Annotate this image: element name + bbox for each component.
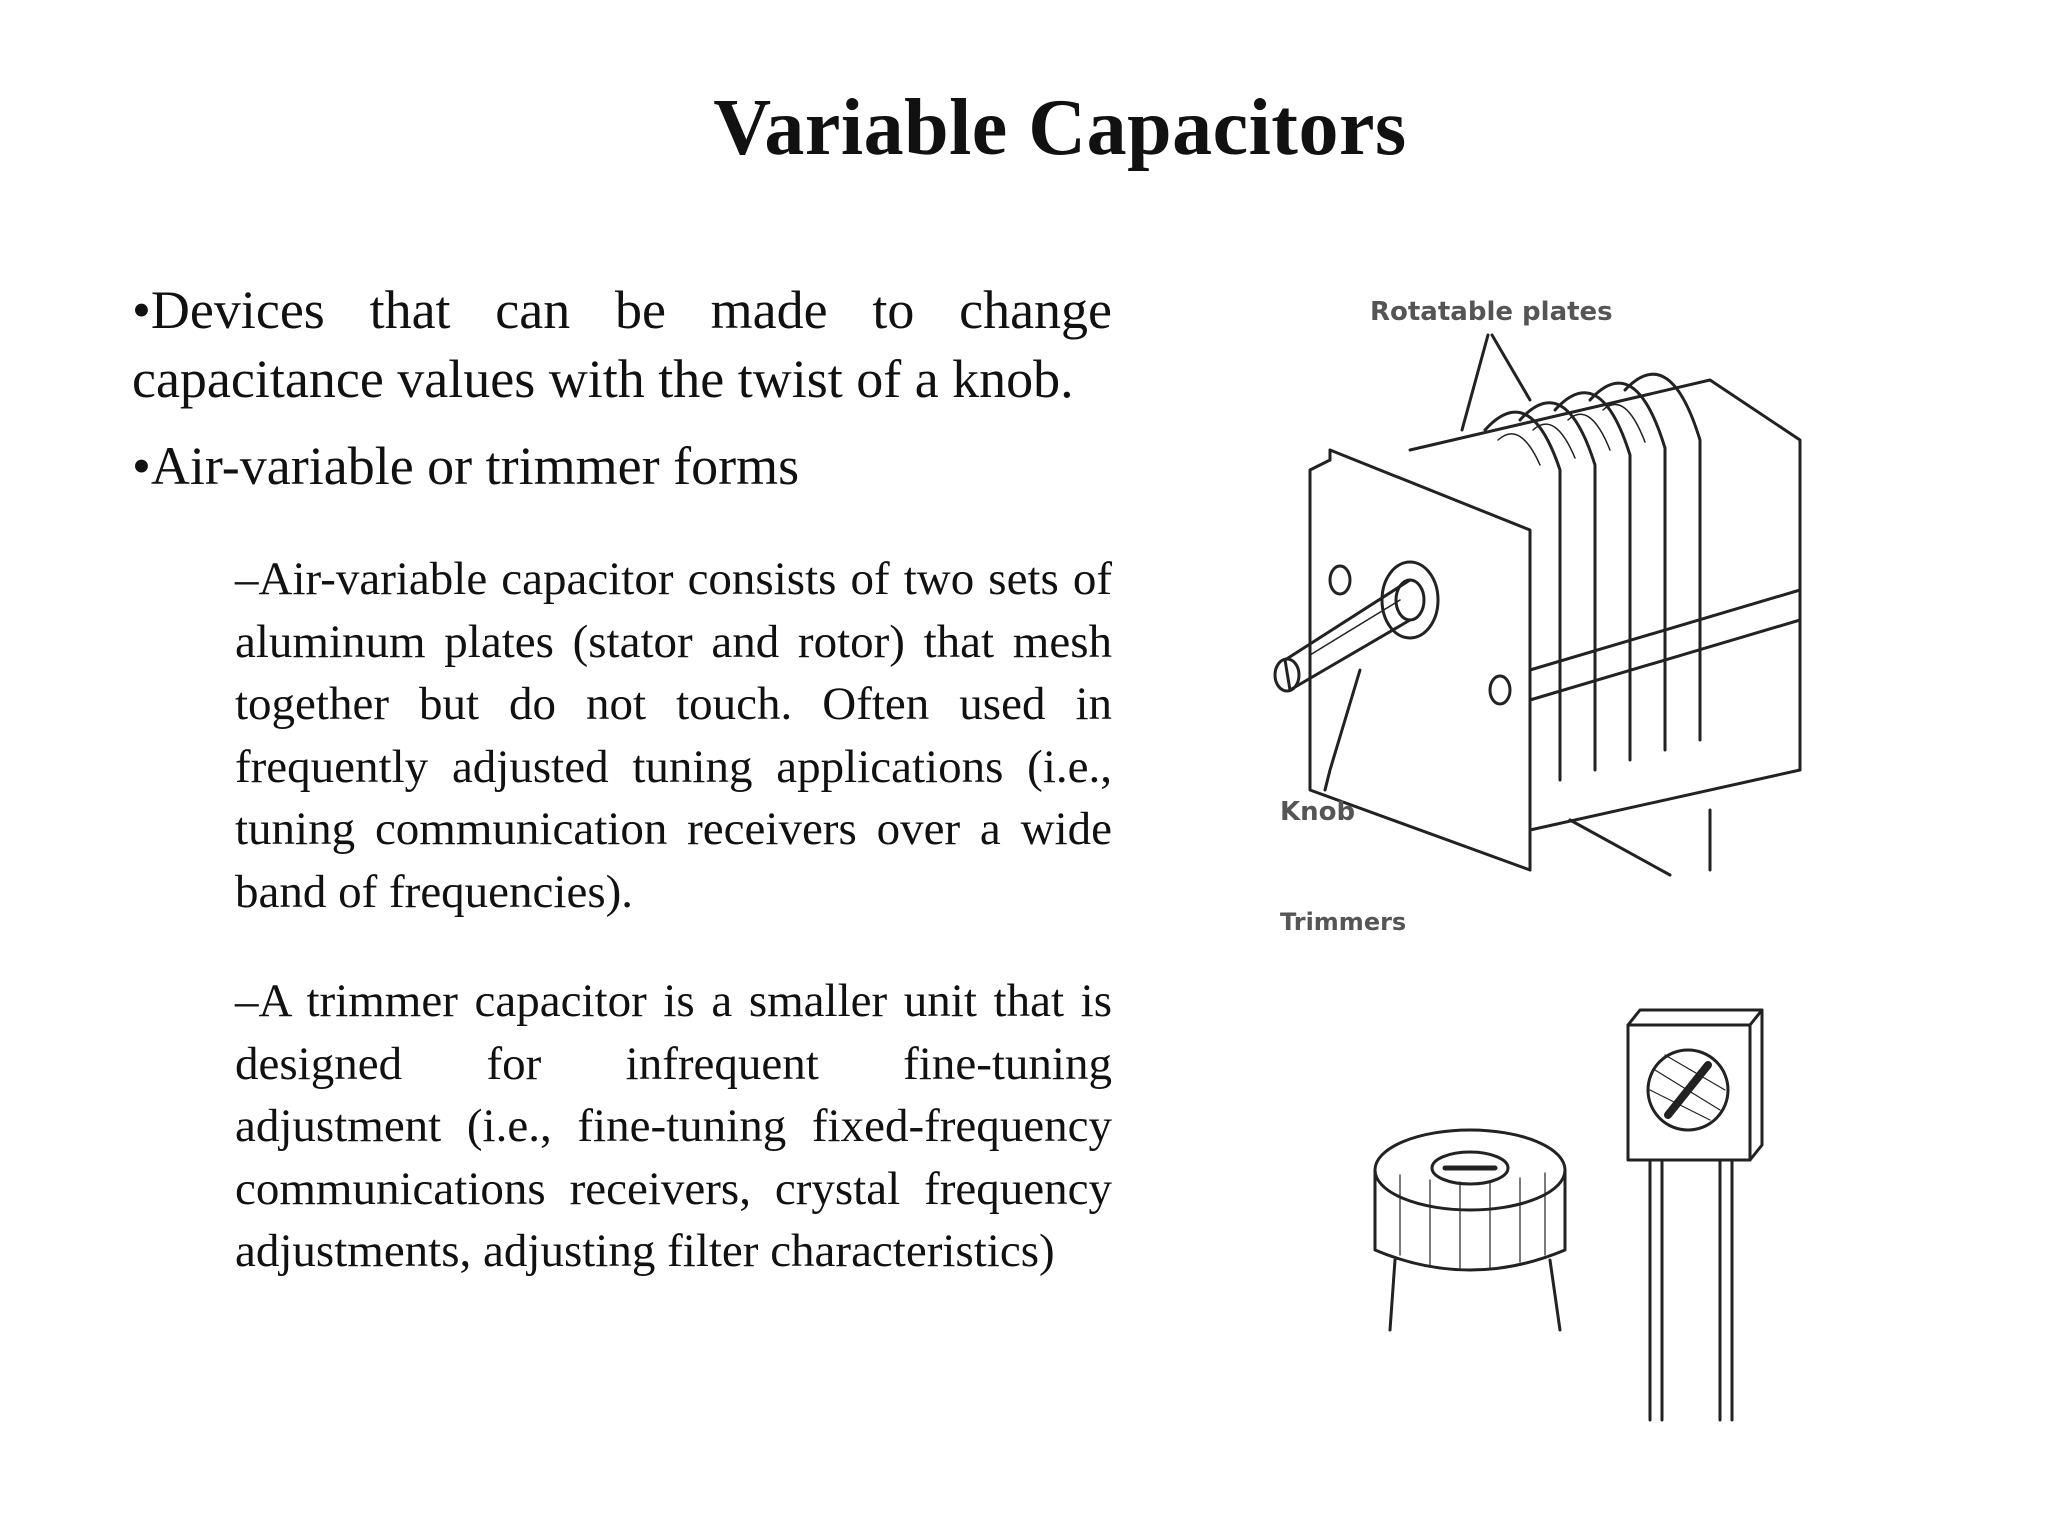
label-knob: Knob [1280, 797, 1355, 827]
sub-bullet-air-variable: –Air-variable capacitor consists of two … [235, 553, 1112, 918]
bullet-forms: •Air-variable or trimmer forms [132, 436, 800, 496]
label-rotatable-plates: Rotatable plates [1370, 297, 1613, 327]
square-trimmer-drawing [1626, 1008, 1764, 1422]
air-variable-capacitor-drawing: Rotatable plates [1273, 297, 1802, 936]
round-trimmer-drawing [1373, 1128, 1567, 1332]
bullet-list: •Devices that can be made to change capa… [132, 276, 1112, 1307]
sub-bullet-trimmer: –A trimmer capacitor is a smaller unit t… [235, 975, 1112, 1277]
slide-title: Variable Capacitors [713, 84, 1407, 172]
capacitor-illustration: Rotatable plates [1230, 270, 1830, 1440]
label-trimmers: Trimmers [1280, 908, 1406, 936]
bullet-devices: •Devices that can be made to change capa… [132, 280, 1112, 409]
